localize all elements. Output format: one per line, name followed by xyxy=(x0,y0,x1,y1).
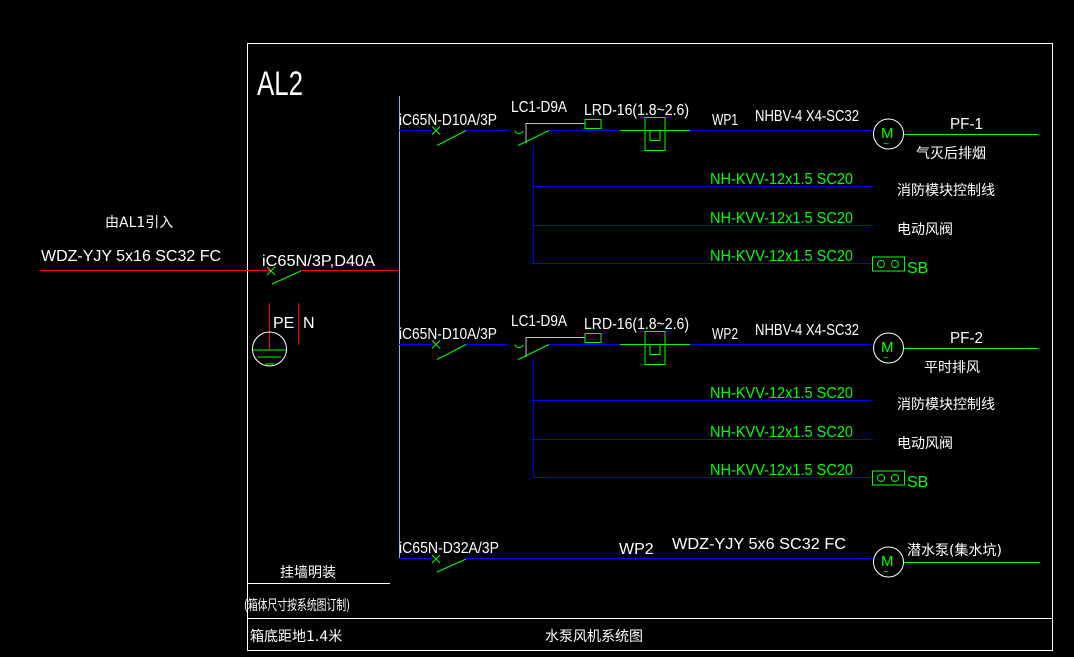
load-desc: 气灭后排烟 xyxy=(916,146,986,162)
mounting-note: 挂墙明装 xyxy=(280,565,336,581)
control-cable-label: NH-KVV-12x1.5 SC20 xyxy=(710,462,853,479)
ac-symbol: ~ xyxy=(883,139,889,150)
motor-symbol: M xyxy=(881,125,894,142)
aux-contact-icon xyxy=(584,333,602,343)
drawing-frame xyxy=(247,43,1053,651)
motor-symbol: M xyxy=(881,339,894,356)
control-cable-label: NH-KVV-12x1.5 SC20 xyxy=(710,424,853,441)
breaker-symbol xyxy=(431,340,467,360)
load-id: PF-2 xyxy=(950,330,983,347)
thermal-relay-icon xyxy=(644,331,666,365)
motor-icon: ~ xyxy=(873,332,904,364)
control-cable-label: NH-KVV-12x1.5 SC20 xyxy=(710,210,853,227)
box-size-note: (箱体尺寸按系统图订制) xyxy=(244,598,350,614)
aux-contact-icon xyxy=(584,119,602,129)
load-id: PF-1 xyxy=(950,116,983,133)
incoming-source: 由AL1引入 xyxy=(105,215,173,231)
contactor-symbol xyxy=(514,119,602,146)
control-desc: 电动风阀 xyxy=(897,222,953,238)
ac-symbol: ~ xyxy=(883,353,889,364)
ground-icon xyxy=(252,331,287,367)
circuit-id: WP2 xyxy=(619,541,654,558)
load-desc: 平时排风 xyxy=(924,360,980,376)
main-breaker-label: iC65N/3P,D40A xyxy=(262,253,375,270)
contactor-label: LC1-D9A xyxy=(511,99,567,116)
control-cable-label: NH-KVV-12x1.5 SC20 xyxy=(710,171,853,188)
cable-label: WDZ-YJY 5x6 SC32 FC xyxy=(672,536,846,553)
push-button-label: SB xyxy=(907,260,928,277)
pe-label: PE xyxy=(273,315,294,332)
push-button-icon xyxy=(872,256,905,272)
breaker-symbol xyxy=(431,554,467,573)
cable-label: NHBV-4 X4-SC32 xyxy=(755,108,859,125)
incoming-cable: WDZ-YJY 5x16 SC32 FC xyxy=(41,248,221,265)
circuit-3: iC65N-D32A/3P WP2 WDZ-YJY 5x6 SC32 FC M~… xyxy=(399,536,1040,578)
load-desc: 潜水泵(集水坑) xyxy=(907,542,1002,559)
relay-label: LRD-16(1.8~2.6) xyxy=(584,102,689,119)
breaker-label: iC65N-D10A/3P xyxy=(399,326,497,343)
control-desc: 电动风阀 xyxy=(897,436,953,452)
svg-text:~: ~ xyxy=(883,567,889,578)
n-label: N xyxy=(303,315,315,332)
circuit-id: WP1 xyxy=(712,112,738,129)
breaker-symbol xyxy=(431,126,467,146)
breaker-label: iC65N-D10A/3P xyxy=(399,112,497,129)
motor-icon: M~ xyxy=(873,546,904,578)
control-line xyxy=(533,470,905,486)
thermal-relay-icon xyxy=(644,117,666,151)
push-button-icon xyxy=(872,470,905,486)
contactor-symbol xyxy=(514,333,602,360)
contactor-label: LC1-D9A xyxy=(511,313,567,330)
control-cable-label: NH-KVV-12x1.5 SC20 xyxy=(710,248,853,265)
panel-name: AL2 xyxy=(257,65,303,103)
relay-label: LRD-16(1.8~2.6) xyxy=(584,316,689,333)
circuit-id: WP2 xyxy=(712,326,738,343)
svg-text:M: M xyxy=(881,553,894,570)
main-breaker-symbol xyxy=(266,266,302,285)
control-desc: 消防模块控制线 xyxy=(897,397,995,413)
drawing-title: 水泵风机系统图 xyxy=(545,629,643,645)
breaker-label: iC65N-D32A/3P xyxy=(399,540,499,557)
motor-icon: ~ xyxy=(873,118,904,150)
control-cable-label: NH-KVV-12x1.5 SC20 xyxy=(710,385,853,402)
incoming-feeder: 由AL1引入 WDZ-YJY 5x16 SC32 FC iC65N/3P,D40… xyxy=(40,215,399,367)
push-button-label: SB xyxy=(907,474,928,491)
control-desc: 消防模块控制线 xyxy=(897,183,995,199)
cable-label: NHBV-4 X4-SC32 xyxy=(755,322,859,339)
height-note: 箱底距地1.4米 xyxy=(250,629,342,645)
control-line xyxy=(533,256,905,272)
